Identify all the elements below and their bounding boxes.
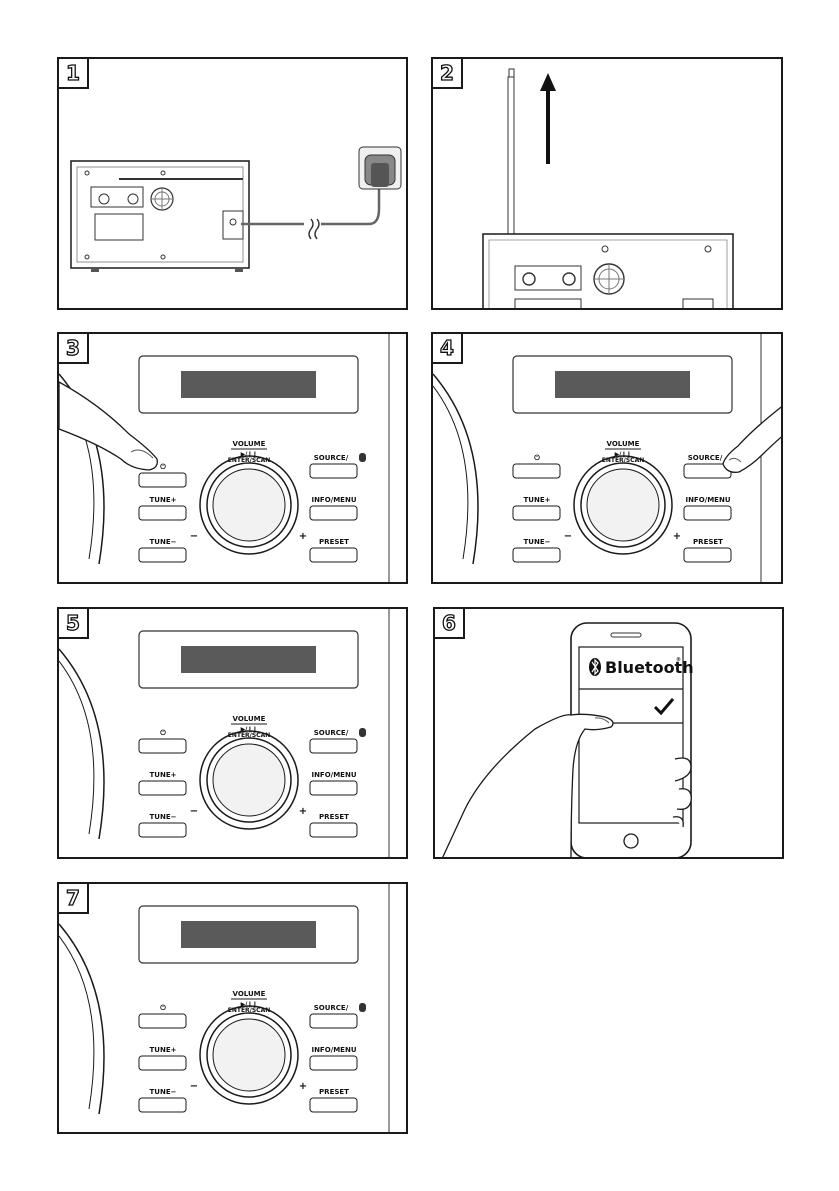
control-label: TUNE− (150, 813, 177, 821)
step-panel-4: 4 VOLUME ▶/❙❙ ENTER/SCAN − + ⏻ TUNE+ TUN… (431, 332, 783, 584)
tune-plus-button (513, 506, 560, 520)
power-plug-icon (359, 147, 401, 189)
control-label: PRESET (319, 1088, 349, 1096)
control-label: VOLUME (233, 990, 266, 998)
preset-button (684, 548, 731, 562)
preset-button (310, 548, 357, 562)
step-panel-7: 7 VOLUME ▶/❙❙ ENTER/SCAN − + ⏻ TUNE+ TUN… (57, 882, 408, 1134)
tune-plus-button (139, 506, 186, 520)
lcd-display (181, 371, 316, 398)
control-label: TUNE+ (150, 496, 177, 504)
step-number-4: 4 (433, 334, 463, 364)
tune-minus-button (513, 548, 560, 562)
tune-minus-button (139, 548, 186, 562)
enter-scan-label: ENTER/SCAN (228, 457, 271, 464)
bluetooth-icon (589, 658, 601, 676)
control-label: PRESET (319, 538, 349, 546)
step-number-1: 1 (59, 59, 89, 89)
step-number-2: 2 (433, 59, 463, 89)
control-label: − (190, 806, 198, 817)
preset-button (310, 1098, 357, 1112)
control-label: TUNE+ (150, 1046, 177, 1054)
lcd-display (555, 371, 690, 398)
control-label: SOURCE/ (314, 454, 349, 462)
control-panel: VOLUME ▶/❙❙ ENTER/SCAN − + ⏻ TUNE+ TUNE−… (59, 334, 408, 584)
step-number-7: 7 (59, 884, 89, 914)
info-menu-button (684, 506, 731, 520)
power-icon: ⏻ (160, 1004, 166, 1012)
finger-icon (723, 404, 783, 472)
control-label: ® (676, 657, 681, 663)
step-panel-6: 6 Bluetooth ® (433, 607, 784, 859)
source-button (310, 1014, 357, 1028)
antenna-illustration (433, 59, 783, 310)
tune-plus-button (139, 1056, 186, 1070)
source-button (310, 739, 357, 753)
control-label: SOURCE/ (314, 729, 349, 737)
power-icon: ⏻ (160, 729, 166, 737)
control-label: TUNE+ (524, 496, 551, 504)
power-button (513, 464, 560, 478)
control-label: + (299, 1081, 307, 1092)
control-label: INFO/MENU (311, 496, 356, 504)
tune-minus-button (139, 1098, 186, 1112)
control-label: TUNE− (524, 538, 551, 546)
volume-label: VOLUME (233, 440, 266, 448)
control-label: TUNE− (150, 538, 177, 546)
info-menu-button (310, 506, 357, 520)
power-button (139, 739, 186, 753)
control-label: SOURCE/ (688, 454, 723, 462)
control-label: TUNE+ (150, 771, 177, 779)
arrow-up-icon (540, 73, 556, 164)
control-label: PRESET (693, 538, 723, 546)
step-panel-5: 5 VOLUME ▶/❙❙ ENTER/SCAN − + ⏻ TUNE+ TUN… (57, 607, 408, 859)
control-label: PRESET (319, 813, 349, 821)
bluetooth-icon (359, 453, 366, 462)
control-label: VOLUME (607, 440, 640, 448)
source-button (310, 464, 357, 478)
power-icon: ⏻ (534, 454, 540, 462)
preset-button (310, 823, 357, 837)
info-menu-button (310, 781, 357, 795)
control-label: − (190, 531, 198, 542)
control-label: ENTER/SCAN (228, 732, 271, 739)
power-button (139, 1014, 186, 1028)
tune-plus-button (139, 781, 186, 795)
control-label: ENTER/SCAN (228, 1007, 271, 1014)
step-panel-1: 1 (57, 57, 408, 310)
bluetooth-icon (359, 728, 366, 737)
control-label: VOLUME (233, 715, 266, 723)
control-label: ENTER/SCAN (602, 457, 645, 464)
control-label: + (299, 806, 307, 817)
control-label: INFO/MENU (311, 1046, 356, 1054)
lcd-display (181, 646, 316, 673)
rear-panel-illustration (59, 59, 408, 310)
lcd-display (181, 921, 316, 948)
control-label: + (673, 531, 681, 542)
bluetooth-icon (359, 1003, 366, 1012)
control-label: − (564, 531, 572, 542)
tune-minus-button (139, 823, 186, 837)
control-label: TUNE− (150, 1088, 177, 1096)
control-label: INFO/MENU (311, 771, 356, 779)
control-panel: VOLUME ▶/❙❙ ENTER/SCAN − + ⏻ TUNE+ TUNE−… (59, 884, 408, 1134)
control-label: SOURCE/ (314, 1004, 349, 1012)
power-icon: ⏻ (160, 463, 166, 471)
control-label: + (299, 531, 307, 542)
step-number-5: 5 (59, 609, 89, 639)
step-panel-2: 2 (431, 57, 783, 310)
info-menu-button (310, 1056, 357, 1070)
control-label: INFO/MENU (685, 496, 730, 504)
step-panel-3: 3 VOLUME ▶/❙❙ ENTER/SCAN − + ⏻ TUNE+ TUN… (57, 332, 408, 584)
power-button (139, 473, 186, 487)
control-panel: VOLUME ▶/❙❙ ENTER/SCAN − + ⏻ TUNE+ TUNE−… (59, 609, 408, 859)
step-number-3: 3 (59, 334, 89, 364)
control-panel: VOLUME ▶/❙❙ ENTER/SCAN − + ⏻ TUNE+ TUNE−… (433, 334, 783, 584)
control-label: − (190, 1081, 198, 1092)
step-number-6: 6 (435, 609, 465, 639)
phone-bluetooth-illustration: Bluetooth ® (435, 609, 784, 859)
